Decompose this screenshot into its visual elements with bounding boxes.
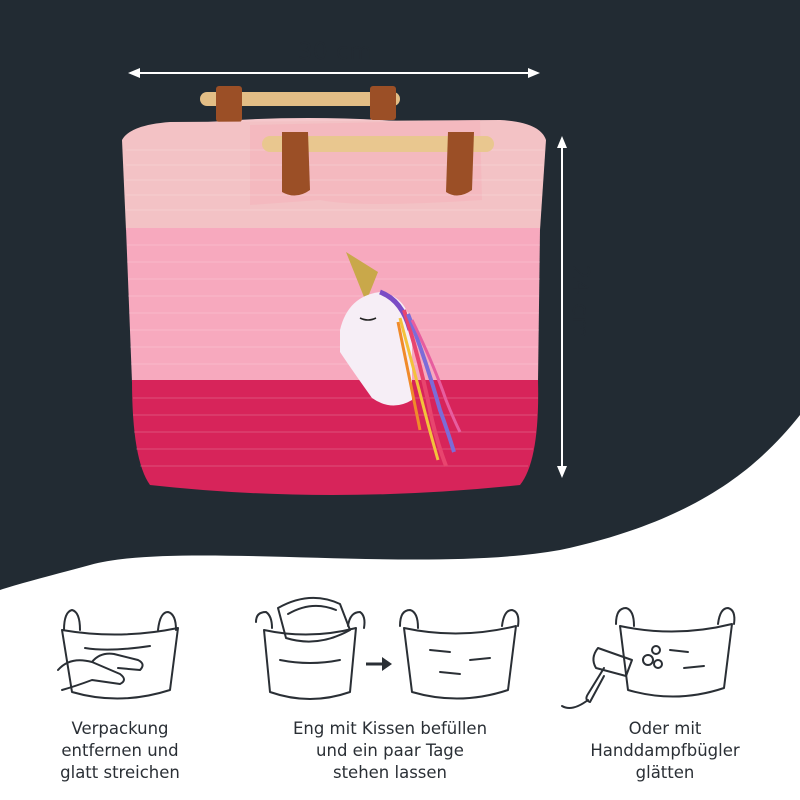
basket-empty-icon (399, 609, 520, 700)
unicorn-patch (340, 252, 462, 467)
step-3-caption: Oder mit Handdampfbügler glätten (585, 718, 745, 784)
step-3-line-1: Oder mit (628, 719, 702, 738)
steamer-iron-basket-icon (561, 607, 736, 709)
step-1-line-2: entfernen und (61, 741, 179, 760)
step-2-line-2: und ein paar Tage (316, 741, 464, 760)
basket-fill-cushion-icon (255, 596, 366, 700)
width-arrow (128, 68, 540, 78)
height-arrow (557, 136, 567, 478)
step-3-line-3: glätten (635, 763, 695, 782)
step-1-line-1: Verpackung (71, 719, 169, 738)
step-1-caption: Verpackung entfernen und glatt streichen (30, 718, 210, 784)
arrow-right-icon (366, 657, 392, 671)
height-label: 24 cm (567, 264, 593, 340)
step-1-line-3: glatt streichen (60, 763, 180, 782)
step-2-caption: Eng mit Kissen befüllen und ein paar Tag… (255, 718, 525, 784)
step-2-line-1: Eng mit Kissen befüllen (292, 719, 488, 738)
basket-image (122, 86, 546, 495)
step-2-line-3: stehen lassen (332, 763, 448, 782)
step-3-line-2: Handdampfbügler (590, 741, 740, 760)
width-label: 30 cm (297, 39, 373, 65)
basket-hand-smooth-icon (57, 609, 179, 700)
